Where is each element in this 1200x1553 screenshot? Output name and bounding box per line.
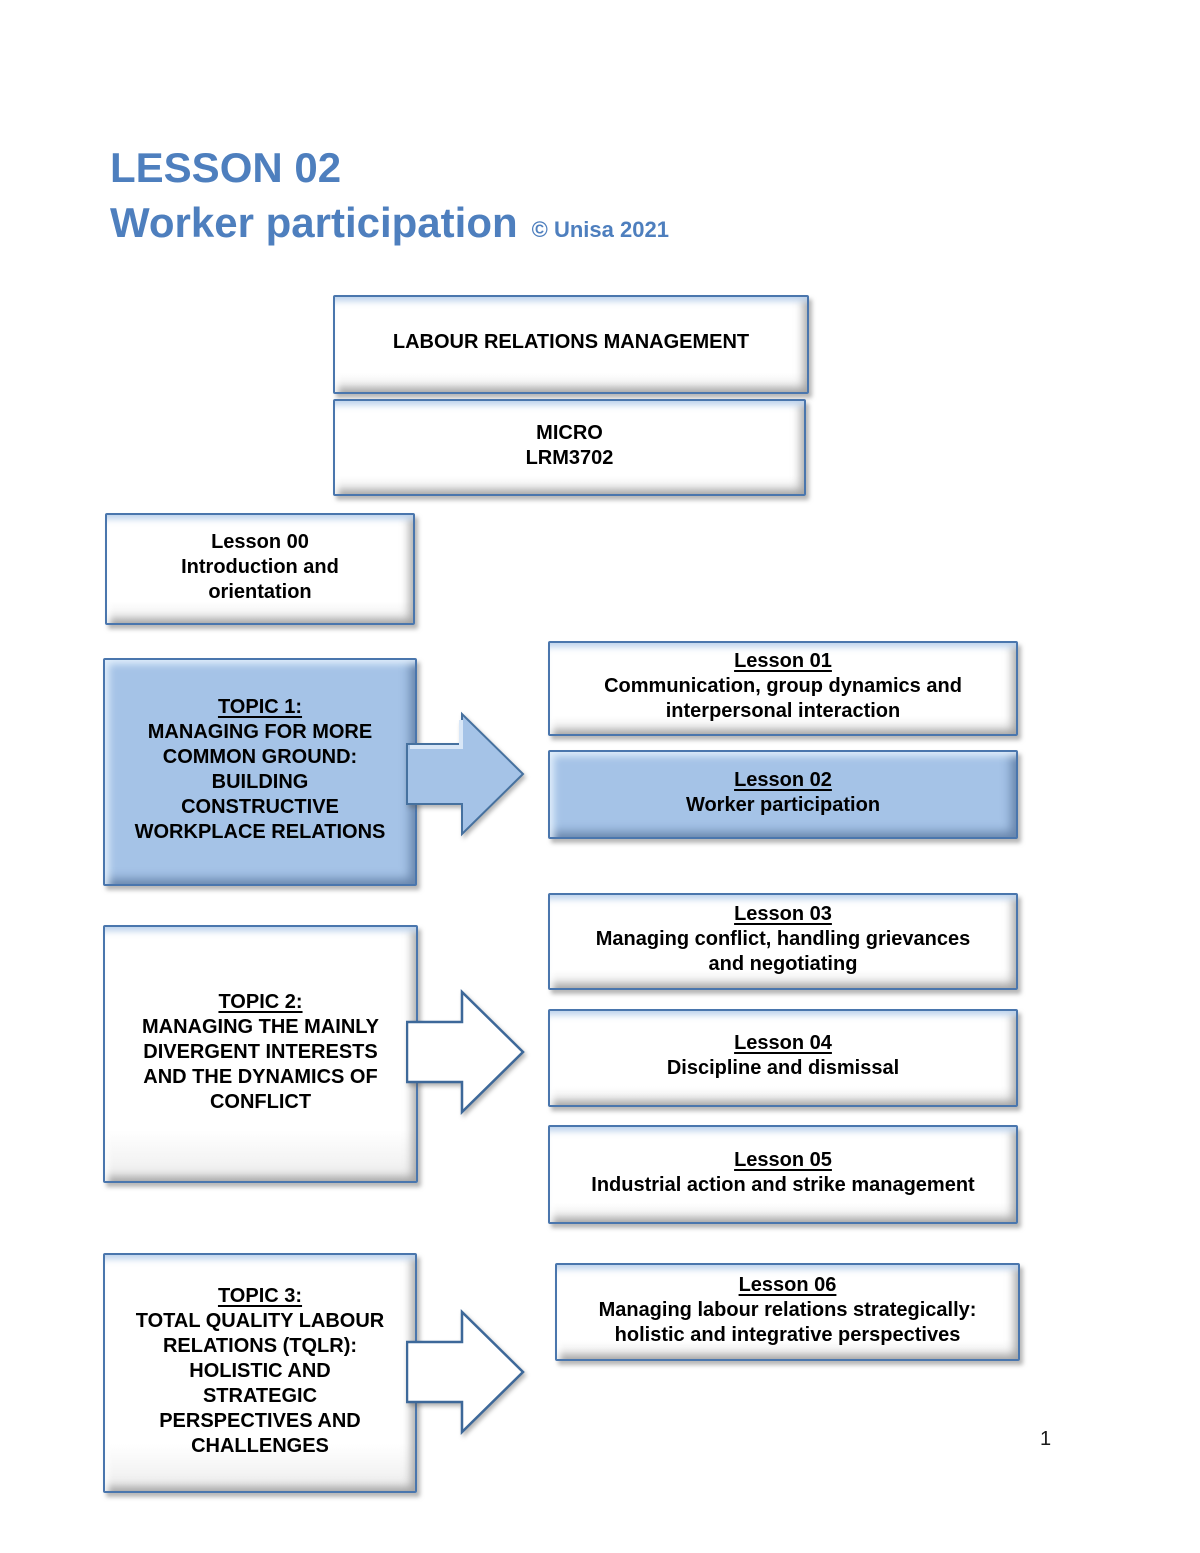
flow-arrow-topic2 [406, 988, 526, 1116]
right-arrow-icon [406, 989, 525, 1115]
lesson06-box: Lesson 06 Managing labour relations stra… [555, 1263, 1020, 1361]
topic3-box: TOPIC 3: TOTAL QUALITY LABOUR RELATIONS … [103, 1253, 417, 1493]
flow-arrow-topic3 [406, 1308, 526, 1436]
lesson03-heading: Lesson 03 [734, 903, 832, 925]
page-number: 1 [1040, 1428, 1052, 1450]
lesson05-heading: Lesson 05 [734, 1148, 832, 1171]
course-box: LABOUR RELATIONS MANAGEMENT [333, 295, 809, 394]
title-lesson-name-line: Worker participation © Unisa 2021 [110, 195, 669, 257]
lesson06-heading: Lesson 06 [738, 1273, 837, 1296]
lesson01-heading: Lesson 01 [734, 650, 832, 672]
flow-arrow-topic1 [406, 710, 526, 838]
lesson06-body: Managing labour relations strategically:… [598, 1298, 977, 1346]
lesson04-box: Lesson 04 Discipline and dismissal [548, 1009, 1018, 1107]
lesson01-body: Communication, group dynamics and interp… [604, 675, 962, 722]
title-lesson-number: LESSON 02 [110, 144, 342, 191]
topic2-heading: TOPIC 2: [218, 990, 303, 1013]
topic2-box: TOPIC 2: MANAGING THE MAINLY DIVERGENT I… [103, 925, 418, 1183]
topic1-heading: TOPIC 1: [217, 696, 303, 718]
topic3-body: TOTAL QUALITY LABOUR RELATIONS (TQLR): H… [135, 1309, 385, 1457]
right-arrow-icon [406, 711, 525, 837]
lesson00-heading: Lesson 00 [211, 530, 309, 553]
copyright-note: © Unisa 2021 [531, 217, 669, 242]
topic3-heading: TOPIC 3: [217, 1284, 303, 1307]
lesson05-body: Industrial action and strike management [591, 1173, 975, 1196]
topic1-box: TOPIC 1: MANAGING FOR MORE COMMON GROUND… [103, 658, 417, 886]
lesson04-body: Discipline and dismissal [666, 1057, 900, 1079]
lesson02-box: Lesson 02 Worker participation [548, 750, 1018, 839]
course-box-label: LABOUR RELATIONS MANAGEMENT [392, 331, 750, 353]
module-box-label: MICRO LRM3702 [525, 421, 614, 469]
lesson02-heading: Lesson 02 [734, 768, 832, 791]
topic1-body: MANAGING FOR MORE COMMON GROUND: BUILDIN… [134, 721, 386, 843]
lesson05-box: Lesson 05 Industrial action and strike m… [548, 1125, 1018, 1224]
lesson03-body: Managing conflict, handling grievances a… [595, 928, 971, 975]
lesson04-heading: Lesson 04 [734, 1032, 832, 1054]
lesson00-box: Lesson 00 Introduction and orientation [105, 513, 415, 625]
page-title: LESSON 02 Worker participation © Unisa 20… [110, 140, 669, 257]
lesson02-body: Worker participation [685, 793, 881, 816]
title-lesson-name: Worker participation [110, 199, 518, 246]
lesson00-body: Introduction and orientation [181, 555, 339, 603]
lesson03-box: Lesson 03 Managing conflict, handling gr… [548, 893, 1018, 990]
module-box: MICRO LRM3702 [333, 399, 806, 496]
lesson01-box: Lesson 01 Communication, group dynamics … [548, 641, 1018, 736]
topic2-body: MANAGING THE MAINLY DIVERGENT INTERESTS … [141, 1015, 380, 1113]
right-arrow-icon [406, 1309, 525, 1435]
